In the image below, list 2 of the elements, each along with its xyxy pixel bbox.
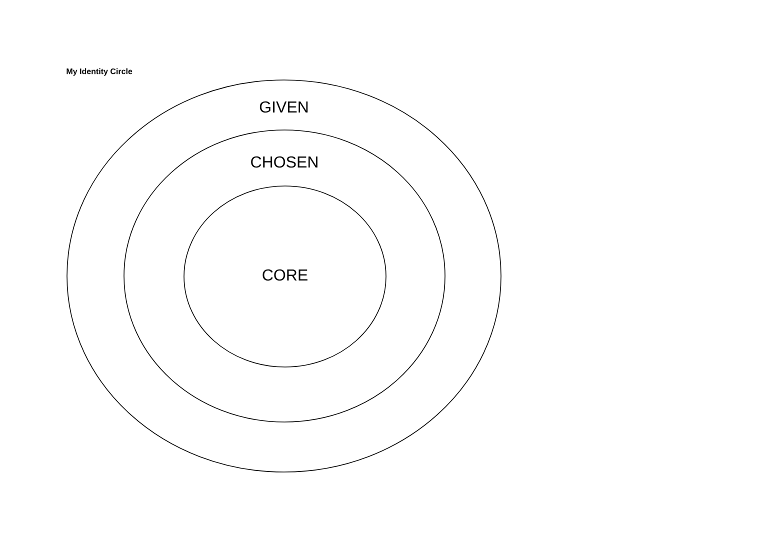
ring: CORE — [184, 186, 386, 368]
title: My Identity Circle — [66, 68, 132, 76]
